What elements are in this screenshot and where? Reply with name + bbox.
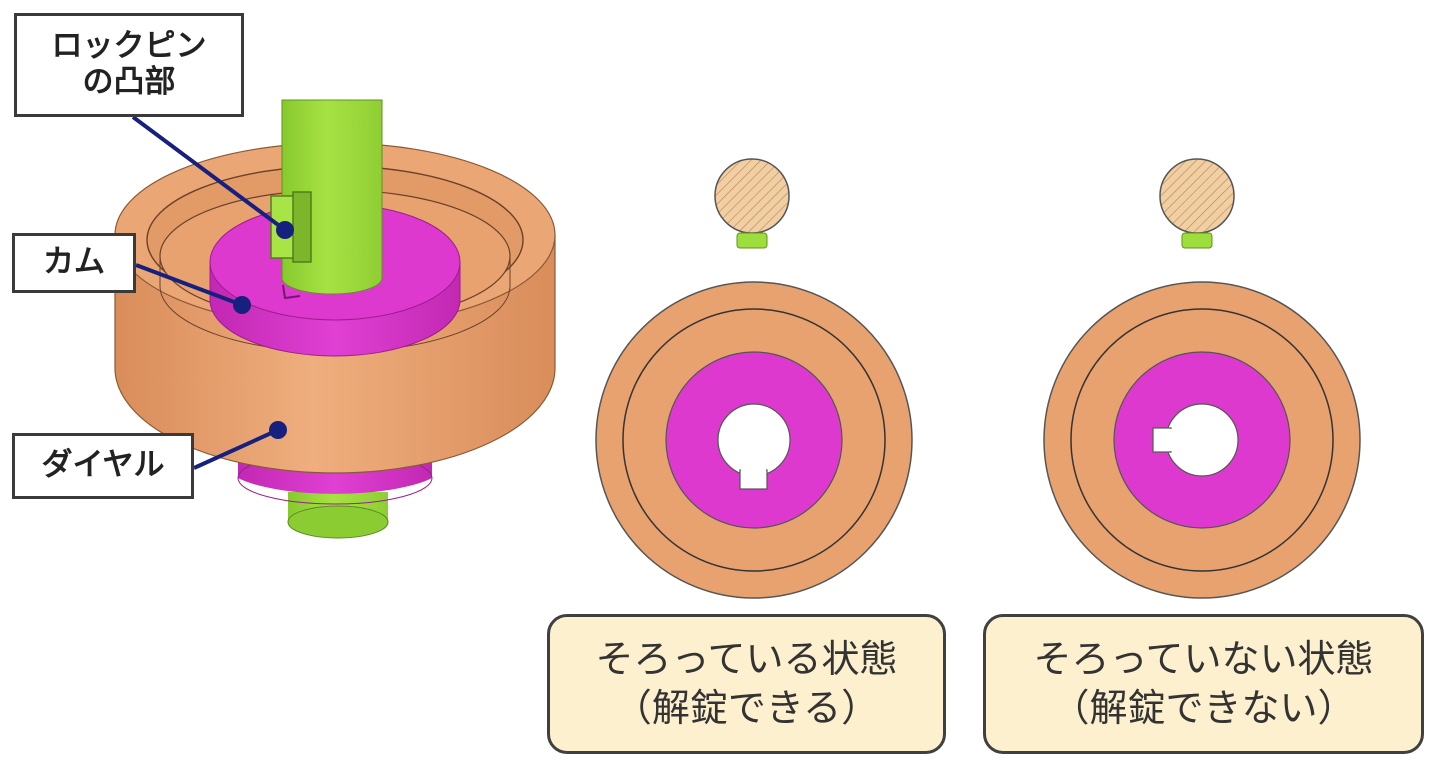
state-unaligned-line2: （解錠できない） — [1051, 686, 1356, 730]
assembly-3d — [114, 99, 556, 539]
top-view-aligned — [595, 158, 913, 599]
lower-shaft — [287, 492, 389, 539]
label-lock-pin-line1: ロックピン — [51, 28, 207, 65]
top-view-unaligned — [1043, 158, 1361, 599]
lock-pin-shaft — [270, 99, 383, 295]
label-lock-pin-line2: の凸部 — [82, 64, 176, 100]
label-lock-pin-protrusion: ロックピン の凸部 — [14, 13, 244, 117]
state-unaligned-line1: そろっていない状態 — [1033, 636, 1374, 681]
label-cam: カム — [12, 233, 136, 293]
state-aligned-line2: （解錠できる） — [613, 686, 880, 730]
state-aligned-line1: そろっている状態 — [595, 636, 898, 681]
state-aligned-box: そろっている状態 （解錠できる） — [547, 614, 946, 754]
label-dial: ダイヤル — [12, 433, 194, 499]
state-unaligned-box: そろっていない状態 （解錠できない） — [983, 614, 1424, 754]
leader-lines — [131, 115, 294, 470]
